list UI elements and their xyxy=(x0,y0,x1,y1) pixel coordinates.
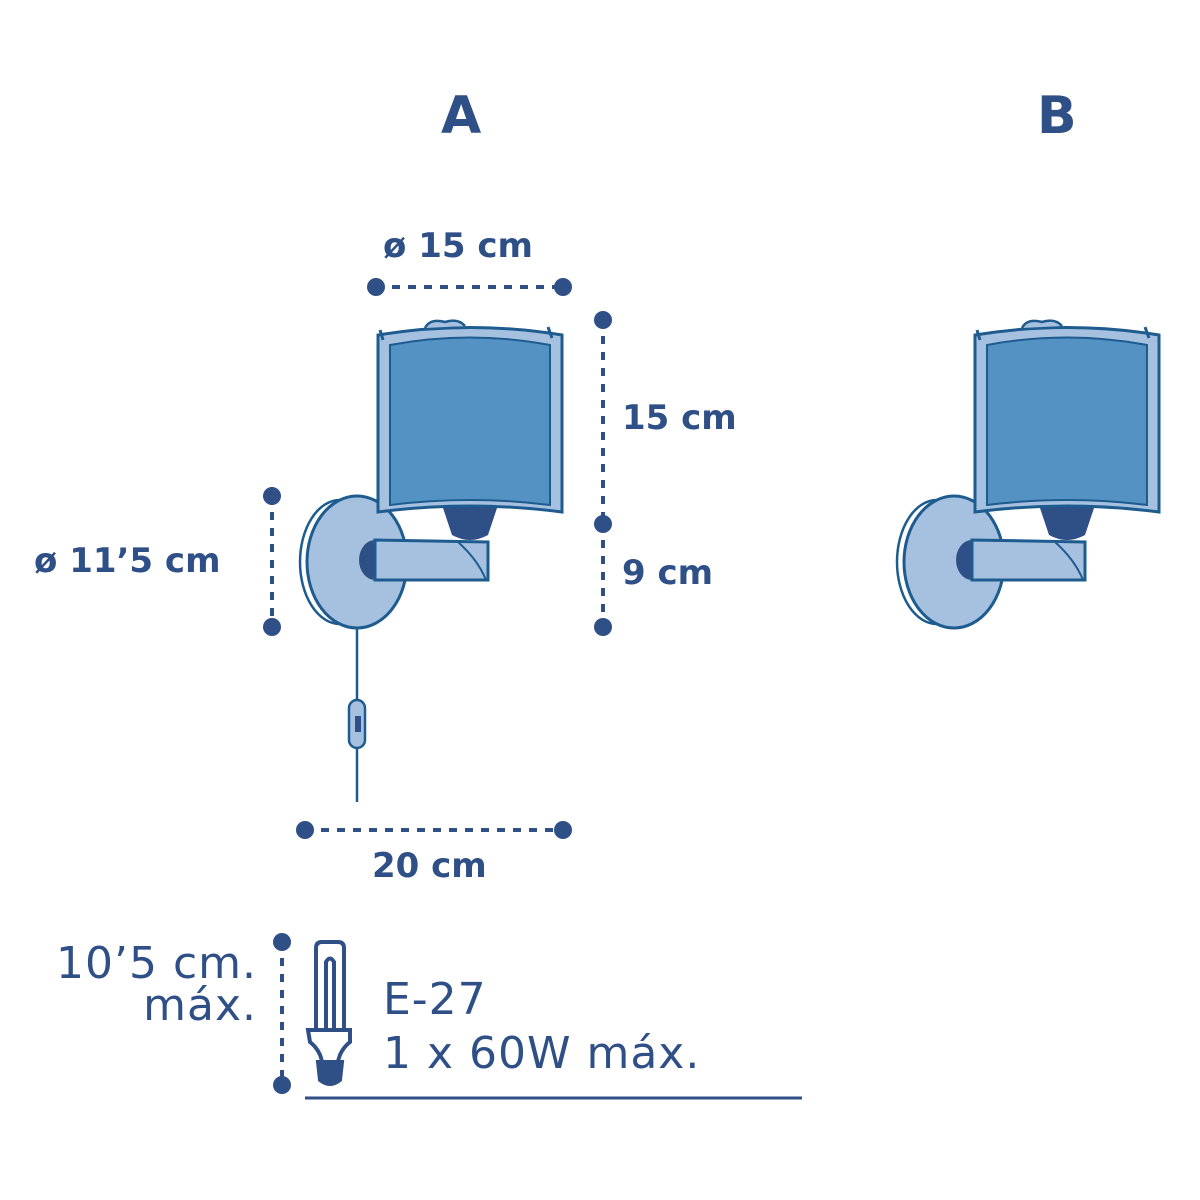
dimension-lines xyxy=(270,285,605,1085)
shade-height-label: 15 cm xyxy=(622,398,737,438)
bulb-icon xyxy=(305,940,352,1086)
pull-switch-icon xyxy=(347,628,367,802)
lamp-b-drawing xyxy=(895,319,1161,630)
bulb-length-label: 10’5 cm. xyxy=(56,938,257,989)
bulb-length-max-label: máx. xyxy=(143,980,257,1031)
arm-height-label: 9 cm xyxy=(622,553,714,593)
dimension-endpoints xyxy=(263,278,612,1094)
base-diameter-label: ø 11’5 cm xyxy=(34,541,221,581)
variant-a-label: A xyxy=(441,86,482,146)
variant-b-label: B xyxy=(1037,86,1077,146)
power-rating-label: 1 x 60W máx. xyxy=(383,1028,701,1079)
lamp-a-drawing xyxy=(298,319,564,630)
socket-type-label: E-27 xyxy=(383,974,487,1025)
shade-diameter-label: ø 15 cm xyxy=(383,226,533,266)
depth-label: 20 cm xyxy=(372,846,487,886)
